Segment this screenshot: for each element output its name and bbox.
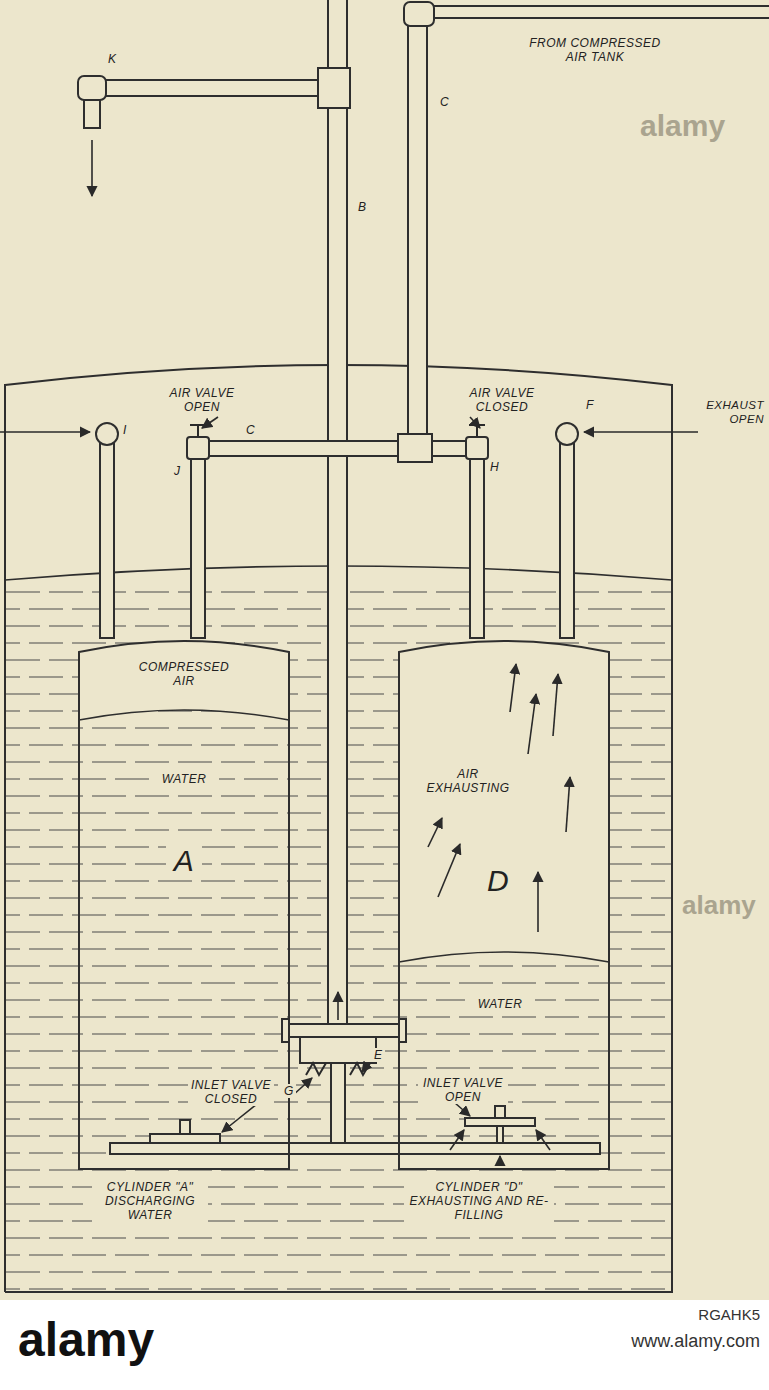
air-flow-arrow (566, 777, 570, 832)
pipework (187, 437, 209, 459)
air-space (399, 641, 609, 962)
part-label: AIR VALVE OPEN (160, 386, 244, 414)
pipework (470, 458, 484, 638)
water-hatching (6, 1254, 671, 1255)
flow-arrows (362, 1064, 368, 1072)
air-flow-arrow (438, 844, 460, 897)
cylinder-label: WATER (465, 997, 535, 1011)
air-flow-arrow (510, 664, 516, 712)
part-label: EXHAUST OPEN (700, 398, 764, 426)
water-hatching (6, 1237, 671, 1238)
water-hatching (6, 1271, 671, 1272)
air-flow-arrow (528, 694, 536, 754)
part-letter: C (246, 423, 255, 437)
air-flow-arrow (537, 872, 539, 932)
flow-arrows (0, 140, 698, 1166)
pipework (282, 1024, 406, 1037)
watermark: alamy (682, 890, 756, 921)
part-letter: C (440, 95, 449, 109)
pipework (282, 1019, 289, 1042)
pipework (198, 441, 483, 456)
pipework (180, 1120, 190, 1134)
pipework (328, 0, 347, 1024)
cylinder-label: COMPRESSED AIR (134, 660, 234, 688)
part-letter: J (174, 464, 181, 478)
pipework (398, 434, 432, 462)
pipework (318, 68, 350, 108)
valve-handles (469, 425, 485, 437)
part-label: CYLINDER "D" EXHAUSTING AND RE-FILLING (404, 1180, 554, 1222)
pipework (100, 80, 320, 96)
part-label: INLET VALVE CLOSED (188, 1078, 274, 1106)
pipework (96, 423, 118, 445)
pipework (78, 76, 106, 100)
pipework (408, 18, 427, 436)
air-space (79, 641, 289, 720)
flow-arrows (455, 1103, 470, 1116)
pipework (300, 1037, 376, 1063)
part-letter: E (372, 1048, 385, 1062)
watermark: alamy (640, 108, 725, 144)
pipework (399, 1019, 406, 1042)
flow-arrows (536, 1130, 550, 1150)
pipework (100, 442, 114, 638)
flow-arrows (499, 1156, 501, 1166)
flow-arrows (91, 140, 93, 196)
pipework (430, 6, 769, 18)
pipework (84, 98, 100, 128)
flow-arrows (450, 1130, 464, 1150)
flow-arrows (202, 417, 218, 428)
part-letter: H (490, 460, 499, 474)
air-flow-arrow (428, 818, 442, 847)
pipework (495, 1106, 505, 1118)
watermark-logo: alamy (18, 1312, 154, 1368)
cylinder-label: WATER (149, 772, 219, 786)
air-flow-arrow (553, 674, 558, 736)
pipework (465, 1118, 535, 1126)
flow-arrows (0, 431, 90, 433)
pipework (110, 1143, 600, 1154)
part-letter: B (358, 200, 367, 214)
part-label: FROM COMPRESSED AIR TANK (522, 36, 668, 64)
flow-arrows (470, 417, 480, 428)
pipework (497, 1126, 503, 1143)
pipework (191, 458, 205, 638)
part-label: INLET VALVE OPEN (418, 1076, 508, 1104)
water-surface (79, 710, 289, 720)
cylinder-label: AIR EXHAUSTING (418, 767, 518, 795)
part-letter: G (282, 1084, 296, 1098)
cylinder-letter: D (480, 864, 516, 898)
pipework (560, 442, 574, 638)
pipework (331, 1063, 345, 1143)
water-hatching (6, 1288, 671, 1289)
pipework (78, 0, 769, 1154)
cylinder-wall (79, 641, 289, 1169)
pipework (404, 2, 434, 26)
image-id: RGAHK5 (560, 1306, 760, 1324)
valve-handles (350, 1063, 370, 1075)
flow-arrows (584, 431, 698, 433)
pipework (150, 1134, 220, 1143)
cylinder-wall (399, 641, 609, 1169)
part-letter: I (123, 423, 127, 437)
water-surface (399, 952, 609, 962)
pipework (318, 68, 350, 108)
watermark-url: www.alamy.com (540, 1330, 760, 1352)
part-letter: K (108, 52, 117, 66)
cylinder-letter: A (166, 844, 202, 878)
valve-handles (306, 1063, 326, 1075)
part-label: AIR VALVE CLOSED (458, 386, 546, 414)
pipework (556, 423, 578, 445)
pipework (466, 437, 488, 459)
part-label: CYLINDER "A" DISCHARGING WATER (92, 1180, 208, 1222)
flow-arrows (337, 992, 339, 1020)
part-letter: F (586, 398, 594, 412)
